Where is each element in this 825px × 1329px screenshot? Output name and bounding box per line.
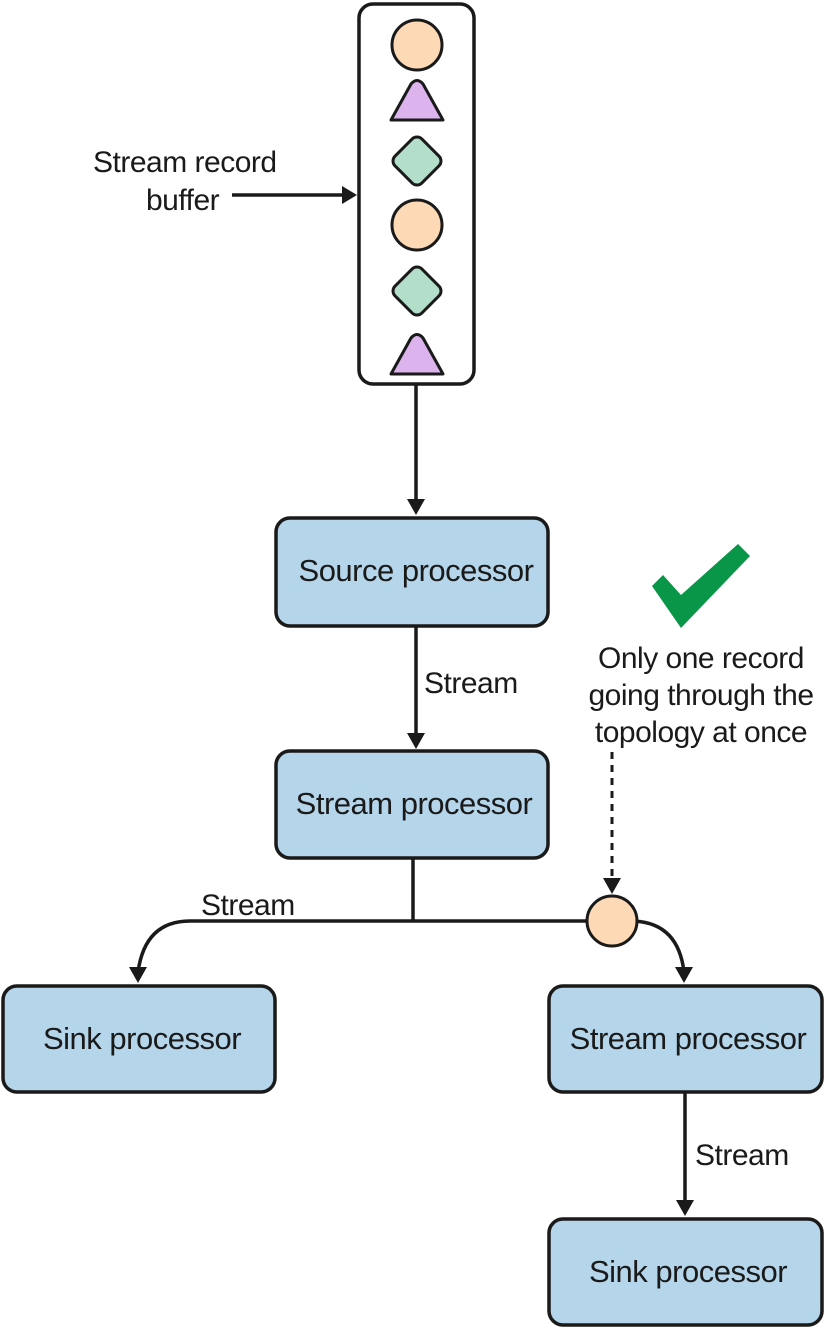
buffer-record-triangle bbox=[389, 79, 445, 122]
branch-left-edge bbox=[136, 919, 413, 973]
annotation-line1: Only one record bbox=[598, 642, 804, 675]
stream-processor-right-node: Stream processor bbox=[547, 984, 824, 1094]
sink-processor-right-node: Sink processor bbox=[547, 1217, 824, 1327]
stream-to-sink-label: Stream bbox=[201, 889, 295, 922]
sink-processor-right-label: Sink processor bbox=[589, 1254, 787, 1289]
buffer-record-circle bbox=[390, 18, 444, 72]
stream-to-sink-right-arrowhead bbox=[676, 1200, 694, 1216]
buffer-label-arrowhead bbox=[342, 186, 357, 204]
sink-processor-left-node: Sink processor bbox=[1, 984, 277, 1094]
annotation-pointer-arrowhead bbox=[603, 878, 621, 894]
stream-processor-node: Stream processor bbox=[274, 749, 550, 860]
source-processor-label: Source processor bbox=[299, 553, 534, 588]
branch-left-arrowhead bbox=[129, 967, 147, 983]
branch-right-arrowhead bbox=[675, 967, 693, 983]
sink-processor-left-label: Sink processor bbox=[43, 1021, 241, 1056]
buffer-to-source-arrowhead bbox=[407, 499, 425, 515]
source-to-stream-arrowhead bbox=[407, 733, 425, 749]
buffer-label-line1: Stream record bbox=[93, 146, 277, 179]
stream-processor-label: Stream processor bbox=[296, 786, 533, 821]
annotation-line2: going through the bbox=[588, 679, 813, 712]
buffer-records bbox=[389, 18, 445, 376]
checkmark-icon bbox=[652, 544, 750, 628]
buffer-record-circle bbox=[390, 198, 444, 252]
source-to-stream-label: Stream bbox=[424, 667, 518, 700]
stream-processor-right-label: Stream processor bbox=[570, 1021, 807, 1056]
record-buffer bbox=[357, 2, 476, 386]
branch-right-edge bbox=[413, 919, 686, 973]
record-in-transit bbox=[585, 894, 639, 948]
stream-to-sink-right-label: Stream bbox=[695, 1139, 789, 1172]
buffer-record-triangle bbox=[389, 333, 445, 376]
buffer-record-diamond bbox=[391, 135, 443, 187]
buffer-label-line2: buffer bbox=[146, 184, 220, 217]
source-processor-node: Source processor bbox=[274, 516, 550, 628]
annotation-line3: topology at once bbox=[595, 716, 807, 749]
buffer-record-diamond bbox=[391, 265, 443, 317]
